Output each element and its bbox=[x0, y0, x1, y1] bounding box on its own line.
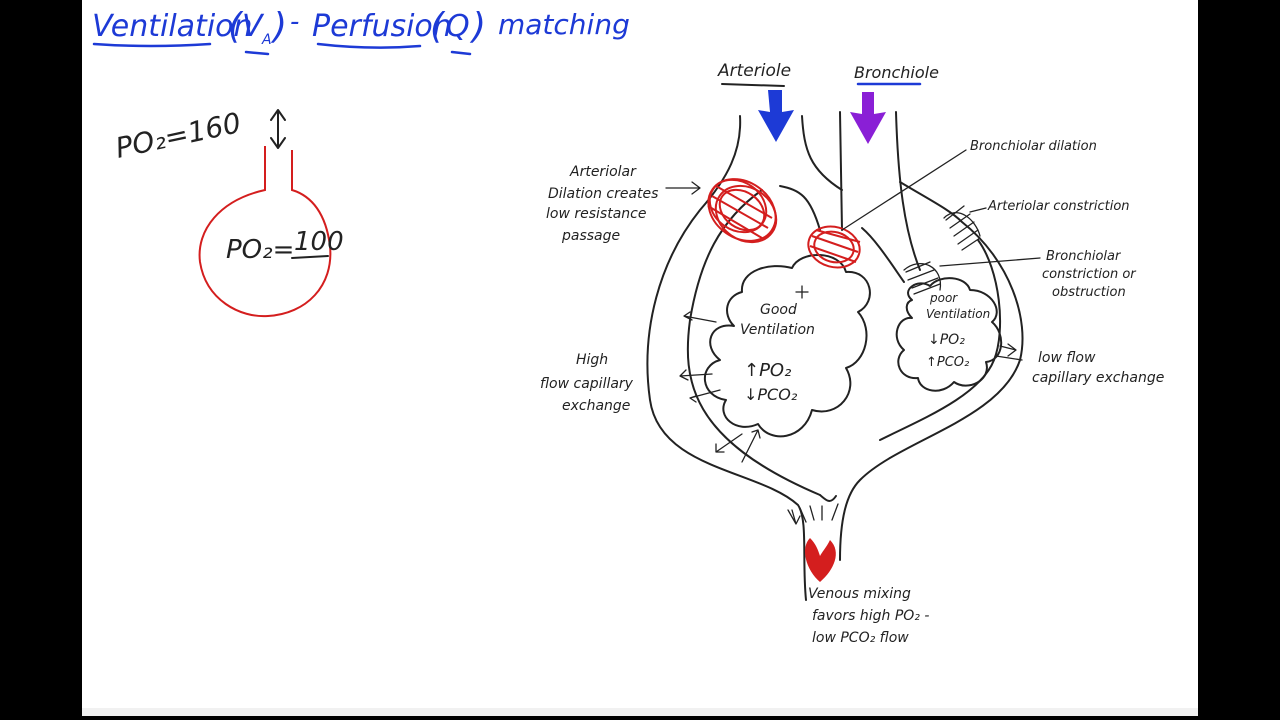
good-ventilation-alveolus bbox=[703, 254, 871, 438]
good-po2-label: ↑PO₂ bbox=[744, 360, 791, 381]
inside-po2-underline bbox=[291, 255, 329, 259]
title-va-sub: A bbox=[261, 32, 272, 48]
arteriole-label: Arteriole bbox=[717, 61, 791, 81]
poor-po2-label: ↓PO₂ bbox=[928, 332, 965, 348]
bronchiolar-dilation-label: Bronchiolar dilation bbox=[970, 139, 1097, 154]
double-arrow-heads-icon bbox=[270, 109, 286, 149]
title-va-open: ( bbox=[228, 6, 244, 47]
poor-pco2-label: ↑PCO₂ bbox=[926, 355, 969, 370]
low-flow-exchange-arrows bbox=[995, 343, 1023, 361]
arteriolar-dilation-label: Arteriolar Dilation creates low resistan… bbox=[546, 164, 663, 244]
bronchiole-flow-arrow-icon bbox=[850, 92, 886, 144]
low-flow-label: low flow capillary exchange bbox=[1032, 350, 1164, 386]
venous-mixing-label: Venous mixing favors high PO₂ - low PCO₂… bbox=[808, 586, 934, 646]
bronchiole-inner-wall bbox=[861, 227, 905, 283]
title-va-v: V bbox=[242, 9, 265, 44]
outside-po2-label: PO₂=160 bbox=[113, 106, 244, 165]
title-perfusion-underline bbox=[316, 42, 422, 49]
title-q: Q bbox=[446, 9, 470, 44]
arteriole-outer-right-wall bbox=[839, 181, 1024, 561]
alveolus-outline bbox=[198, 146, 332, 318]
bronchiolar-constriction-label: Bronchiolar constriction or obstruction bbox=[1042, 249, 1140, 300]
bronchiole-left-wall bbox=[839, 111, 843, 231]
bronchiolar-constriction-coil bbox=[903, 261, 941, 295]
arteriole-inner-branch bbox=[686, 189, 821, 496]
bronchiolar-dilation-coil bbox=[807, 225, 861, 269]
good-pco2-label: ↓PCO₂ bbox=[744, 385, 798, 404]
arteriolar-constriction-coil bbox=[943, 205, 981, 251]
title-perfusion: Perfusion bbox=[312, 9, 452, 44]
arteriole-inner-left-wall bbox=[801, 115, 843, 191]
bronchiole-label: Bronchiole bbox=[854, 63, 939, 82]
page-title: Ventilation ( V A ) - Perfusion ( Q ) ma… bbox=[92, 6, 630, 56]
arteriolar-dilation-pointer bbox=[665, 181, 701, 195]
crosshair-cursor-icon bbox=[795, 285, 809, 299]
title-q-open: ( bbox=[430, 6, 446, 47]
inside-po2-label: PO₂= bbox=[226, 235, 294, 265]
bronchiole-right-wall bbox=[895, 111, 921, 271]
high-flow-label: High flow capillary exchange bbox=[540, 352, 637, 414]
high-flow-exchange-arrows bbox=[679, 311, 761, 463]
title-dash: - bbox=[290, 7, 299, 37]
good-ventilation-label: Good Ventilation bbox=[740, 302, 815, 338]
arteriole-flow-arrow-icon bbox=[758, 90, 794, 142]
title-underline bbox=[92, 42, 212, 48]
inside-po2-value: 100 bbox=[294, 227, 344, 257]
poor-ventilation-label: poor Ventilation bbox=[926, 291, 990, 321]
whiteboard-bottom-edge bbox=[82, 708, 1198, 716]
alveolus-example: PO₂=160 PO₂= 100 bbox=[113, 106, 344, 318]
title-va-close: ) bbox=[270, 6, 287, 47]
venous-drainage-arrows bbox=[787, 503, 839, 525]
bronchiolar-dilation-pointer bbox=[841, 149, 967, 231]
title-q-close: ) bbox=[469, 6, 486, 47]
venous-outflow-arrow-icon bbox=[805, 538, 836, 582]
venous-junction bbox=[819, 494, 837, 502]
vq-schematic: Arteriole Bronchiole bbox=[540, 61, 1164, 646]
title-q-underline bbox=[450, 50, 472, 56]
title-ventilation: Ventilation bbox=[92, 9, 253, 44]
bronchiolar-constriction-pointer bbox=[939, 257, 1041, 267]
arteriolar-dilation-coil bbox=[707, 178, 778, 244]
arteriole-fork bbox=[779, 185, 821, 231]
poor-ventilation-alveolus bbox=[895, 277, 1002, 392]
arteriole-underline bbox=[721, 83, 785, 87]
title-matching: matching bbox=[498, 8, 630, 41]
arteriolar-constriction-pointer bbox=[969, 207, 987, 213]
title-va-underline bbox=[244, 50, 270, 56]
arteriolar-constriction-label: Arteriolar constriction bbox=[987, 199, 1130, 214]
